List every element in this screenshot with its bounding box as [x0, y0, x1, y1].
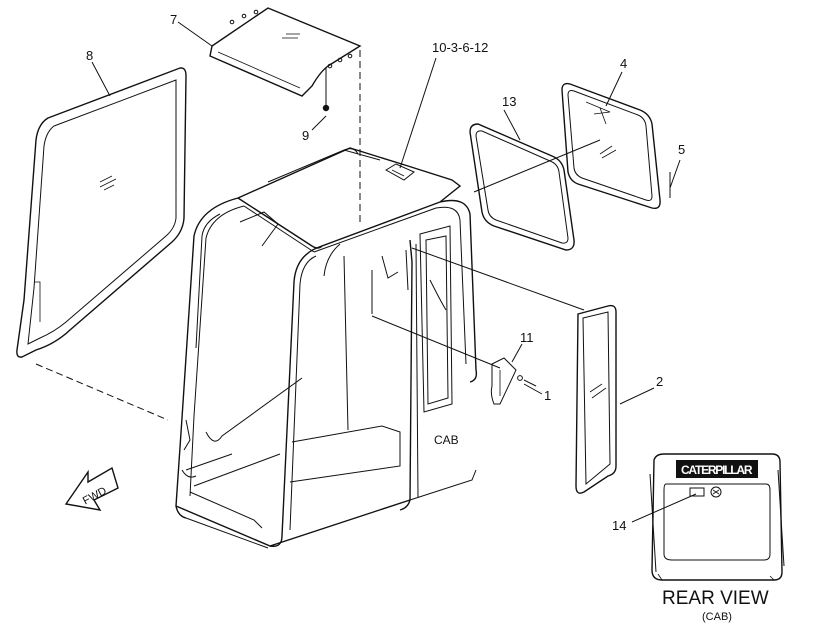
callout-5: 5: [678, 142, 685, 157]
cab-frame: [175, 147, 478, 549]
side-window-alignment-bottom: [371, 315, 501, 369]
cab-label: CAB: [434, 433, 459, 447]
rear-window-glass-4: [561, 82, 671, 210]
side-window-glass-8: [16, 67, 187, 358]
brand-label: CATERPILLAR: [681, 463, 753, 477]
fwd-label: FWD: [81, 485, 109, 507]
rear-window-seal-13: [469, 123, 575, 251]
callout-10-3-6-12: 10-3-6-12: [432, 40, 488, 55]
rear-view-subtitle: (CAB): [702, 611, 732, 623]
rear-view-inset: CATERPILLAR: [649, 453, 785, 581]
roof-window-glass-7: [209, 7, 362, 112]
fwd-arrow-icon: FWD: [64, 466, 119, 511]
brand-plate: [676, 460, 758, 478]
callout-14: 14: [612, 518, 626, 533]
rear-window-alignment: [473, 139, 601, 193]
callout-8: 8: [86, 48, 93, 63]
callout-4: 4: [620, 56, 627, 71]
callout-7: 7: [170, 12, 177, 27]
side-window-alignment-top: [411, 247, 585, 311]
latch-bracket-11: [490, 357, 537, 405]
rear-view-title: REAR VIEW: [662, 588, 769, 609]
callout-1: 1: [544, 388, 551, 403]
side-window-glass-2: [575, 304, 617, 494]
callout-2: 2: [656, 374, 663, 389]
side-glass-alignment: [35, 363, 169, 421]
callout-9: 9: [302, 128, 309, 143]
callout-13: 13: [502, 94, 516, 109]
callout-11: 11: [520, 330, 534, 345]
